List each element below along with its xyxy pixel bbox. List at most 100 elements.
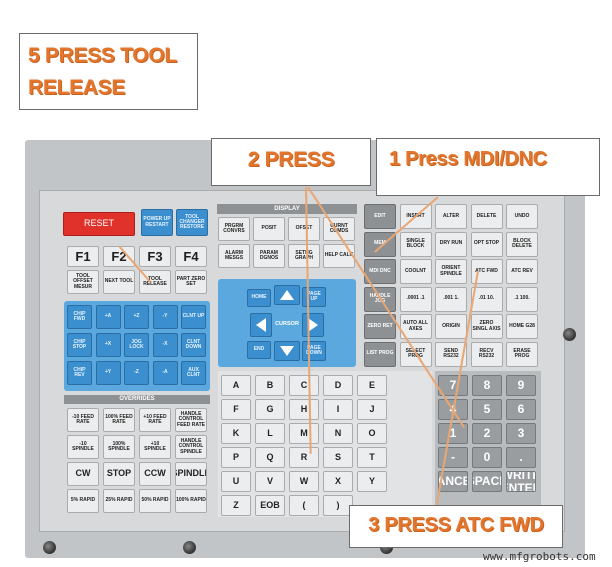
reset-key[interactable]: RESET — [63, 212, 135, 236]
jog-key[interactable]: CLNT DOWN — [181, 333, 206, 357]
mode-key[interactable]: BLOCK DELETE — [506, 231, 538, 257]
alpha-key[interactable]: V — [255, 471, 285, 492]
override-key[interactable]: -10 SPINDLE — [67, 435, 99, 459]
override-key[interactable]: +10 FEED RATE — [139, 408, 171, 432]
mode-key[interactable]: LIST PROG — [364, 341, 396, 367]
alpha-key[interactable]: J — [357, 399, 387, 420]
f3-key[interactable]: F3 — [139, 246, 171, 267]
display-key[interactable]: SETNG GRAPH — [288, 244, 320, 268]
override-key[interactable]: +10 SPINDLE — [139, 435, 171, 459]
override-key[interactable]: HANDLE CONTROL SPINDLE — [175, 435, 207, 459]
override-key[interactable]: 100% RAPID — [175, 489, 207, 513]
alpha-key[interactable]: S — [323, 447, 353, 468]
override-key[interactable]: 100% SPINDLE — [103, 435, 135, 459]
alpha-key[interactable]: N — [323, 423, 353, 444]
jog-key[interactable]: CHIP REV — [67, 361, 92, 385]
alpha-key[interactable]: ( — [289, 495, 319, 516]
alpha-key[interactable]: L — [255, 423, 285, 444]
numeric-key[interactable]: 5 — [472, 399, 502, 420]
alpha-key[interactable]: Y — [357, 471, 387, 492]
home-key[interactable]: HOME — [247, 289, 271, 307]
jog-key[interactable]: +Y — [95, 361, 121, 385]
end-key[interactable]: END — [247, 341, 271, 359]
override-key[interactable]: 25% RAPID — [103, 489, 135, 513]
display-key[interactable]: POSIT — [253, 217, 285, 241]
mode-key[interactable]: DELETE — [470, 204, 503, 229]
alpha-key[interactable]: A — [221, 375, 251, 396]
numeric-key[interactable]: 8 — [472, 375, 502, 396]
mode-key[interactable]: ERASE PROG — [506, 341, 538, 367]
mode-key[interactable]: ZERO RET — [364, 314, 396, 339]
override-key[interactable]: 5% RAPID — [67, 489, 99, 513]
alpha-key[interactable]: I — [323, 399, 353, 420]
mode-key[interactable]: ORIENT SPINDLE — [435, 259, 467, 284]
jog-key[interactable]: CLNT UP — [181, 305, 206, 329]
numeric-key[interactable]: 1 — [438, 423, 468, 444]
next-tool-key[interactable]: NEXT TOOL — [103, 270, 135, 294]
page-up-key[interactable]: PAGE UP — [302, 287, 326, 307]
jog-key[interactable]: AUX CLNT — [181, 361, 206, 385]
alpha-key[interactable]: M — [289, 423, 319, 444]
alpha-key[interactable]: F — [221, 399, 251, 420]
numeric-key[interactable]: WRITE ENTER — [506, 471, 536, 492]
override-key[interactable]: CCW — [139, 462, 171, 486]
alpha-key[interactable]: U — [221, 471, 251, 492]
numeric-key[interactable]: CANCEL — [438, 471, 468, 492]
alpha-key[interactable]: C — [289, 375, 319, 396]
mode-key[interactable]: ALTER — [435, 204, 467, 229]
alpha-key[interactable]: W — [289, 471, 319, 492]
mode-key[interactable]: .1 100. — [506, 286, 538, 312]
alpha-key[interactable]: EOB — [255, 495, 285, 516]
numeric-key[interactable]: . — [506, 447, 536, 468]
cursor-left-key[interactable] — [250, 313, 272, 337]
display-key[interactable]: ALARM MESGS — [218, 244, 250, 268]
alpha-key[interactable]: X — [323, 471, 353, 492]
alpha-key[interactable]: T — [357, 447, 387, 468]
mode-key[interactable]: UNDO — [506, 204, 538, 229]
mode-key[interactable]: ORIGIN — [435, 314, 467, 339]
alpha-key[interactable]: E — [357, 375, 387, 396]
mode-key[interactable]: ATC REV — [506, 259, 538, 284]
override-key[interactable]: 100% FEED RATE — [103, 408, 135, 432]
mode-key[interactable]: OPT STOP — [470, 231, 503, 257]
alpha-key[interactable]: H — [289, 399, 319, 420]
jog-key[interactable]: -Y — [152, 305, 178, 329]
cursor-down-key[interactable] — [274, 341, 300, 361]
display-key[interactable]: OFSET — [288, 217, 320, 241]
numeric-key[interactable]: SPACE — [472, 471, 502, 492]
alpha-key[interactable]: R — [289, 447, 319, 468]
cursor-up-key[interactable] — [274, 285, 300, 305]
numeric-key[interactable]: 9 — [506, 375, 536, 396]
numeric-key[interactable]: 0 — [472, 447, 502, 468]
display-key[interactable]: HELP CALC — [323, 244, 355, 268]
jog-key[interactable]: -Z — [124, 361, 149, 385]
jog-key[interactable]: +Z — [124, 305, 149, 329]
mode-key[interactable]: SINGLE BLOCK — [399, 231, 432, 257]
mode-key[interactable]: .0001 .1 — [399, 286, 432, 312]
part-zero-set-key[interactable]: PART ZERO SET — [175, 270, 207, 294]
override-key[interactable]: SPINDLE — [175, 462, 207, 486]
alpha-key[interactable]: O — [357, 423, 387, 444]
mode-key[interactable]: HOME G28 — [506, 314, 538, 339]
f1-key[interactable]: F1 — [67, 246, 99, 267]
alpha-key[interactable]: K — [221, 423, 251, 444]
cursor-right-key[interactable] — [302, 313, 324, 337]
jog-key[interactable]: -X — [152, 333, 178, 357]
alpha-key[interactable]: B — [255, 375, 285, 396]
jog-key[interactable]: -A — [152, 361, 178, 385]
mode-key[interactable]: RECV RS232 — [470, 341, 503, 367]
override-key[interactable]: HANDLE CONTROL FEED RATE — [175, 408, 207, 432]
alpha-key[interactable]: Z — [221, 495, 251, 516]
f4-key[interactable]: F4 — [175, 246, 207, 267]
alpha-key[interactable]: D — [323, 375, 353, 396]
jog-key[interactable]: CHIP STOP — [67, 333, 92, 357]
numeric-key[interactable]: 2 — [472, 423, 502, 444]
alpha-key[interactable]: P — [221, 447, 251, 468]
display-key[interactable]: PARAM DGNOS — [253, 244, 285, 268]
jog-key[interactable]: CHIP FWD — [67, 305, 92, 329]
tool-changer-restore-key[interactable]: TOOL CHANGER RESTORE — [176, 209, 208, 236]
jog-key[interactable]: +X — [95, 333, 121, 357]
override-key[interactable]: STOP — [103, 462, 135, 486]
mode-key[interactable]: .01 10. — [470, 286, 503, 312]
mode-key[interactable]: .001 1. — [435, 286, 467, 312]
